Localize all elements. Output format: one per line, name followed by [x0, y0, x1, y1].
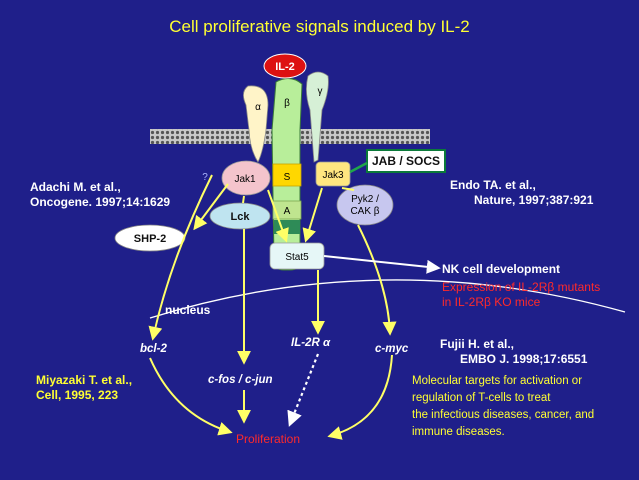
- il2-label: IL-2: [275, 61, 295, 73]
- targets-note-line3: the infectious diseases, cancer, and: [412, 409, 595, 421]
- slide-title: Cell proliferative signals induced by IL…: [169, 17, 470, 36]
- ref-miyazaki-line1: Miyazaki T. et al.,: [36, 373, 133, 387]
- arrow-cmyc-to-proliferation: [327, 354, 393, 440]
- gene-cmyc: c-myc: [375, 343, 409, 355]
- lck-node: [209, 202, 271, 230]
- arrow-jak1-to-question: [193, 183, 229, 231]
- a-label: A: [284, 206, 291, 217]
- shp2-node: [114, 224, 186, 252]
- arrow-bcl2-to-proliferation: [149, 357, 233, 436]
- nucleus-boundary: [149, 279, 626, 319]
- ref-fujii-line2: EMBO J. 1998;17:6551: [460, 352, 588, 366]
- beta-dark-band: [274, 220, 300, 234]
- arrow-jak1-to-lck: [242, 195, 245, 204]
- alpha-label: α: [255, 102, 261, 113]
- s-label: S: [284, 172, 291, 183]
- targets-note-line2: regulation of T-cells to treat: [412, 392, 551, 404]
- ref-adachi-line2: Oncogene. 1997;14:1629: [30, 195, 171, 209]
- gene-il2r-alpha: IL-2R α: [291, 337, 331, 349]
- nucleus-label: nucleus: [165, 303, 211, 317]
- jak3-node: [315, 161, 351, 187]
- gene-fos-jun: c-fos / c-jun: [208, 374, 273, 386]
- arrow-jak3-to-stat5: [302, 187, 323, 243]
- jab-socs-connector: [349, 161, 368, 174]
- ref-adachi-line1: Adachi M. et al.,: [30, 180, 121, 194]
- ref-miyazaki: Miyazaki T. et al., Cell, 1995, 223: [36, 373, 132, 403]
- targets-note: Molecular targets for activation or regu…: [412, 373, 634, 441]
- il2r-alpha-chain: [243, 85, 269, 163]
- question-label: ?: [202, 172, 208, 183]
- il2-ligand: [263, 53, 307, 79]
- nk-cell-development: NK cell development: [442, 262, 561, 276]
- gene-bcl2: bcl-2: [140, 343, 167, 355]
- jab-socs-label: JAB / SOCS: [372, 154, 440, 168]
- beta-label: β: [284, 98, 290, 109]
- gamma-label: γ: [318, 86, 323, 97]
- jak1-node: [221, 160, 271, 196]
- expression-note-line2: in IL-2Rβ KO mice: [442, 295, 541, 309]
- ref-endo-line2: Nature, 1997;387:921: [474, 193, 594, 207]
- proliferation-label: Proliferation: [236, 432, 301, 446]
- ref-miyazaki-line2: Cell, 1995, 223: [36, 388, 119, 402]
- targets-note-line4: immune diseases.: [412, 426, 505, 438]
- arrow-stat5-to-nk: [323, 255, 441, 274]
- ref-adachi: Adachi M. et al., Oncogene. 1997;14:1629: [30, 180, 170, 210]
- targets-note-line1: Molecular targets for activation or: [412, 375, 583, 387]
- jab-socs-box: [366, 149, 446, 173]
- stat5-label: Stat5: [285, 252, 309, 263]
- pyk2-label: Pyk2 /: [351, 194, 379, 205]
- pyk2-cak-node: [336, 184, 394, 226]
- jak3-label: Jak3: [322, 170, 344, 181]
- lck-label: Lck: [231, 211, 251, 223]
- shp2-label: SHP-2: [134, 233, 166, 245]
- ref-fujii-line1: Fujii H. et al.,: [440, 337, 515, 351]
- jak1-label: Jak1: [234, 174, 256, 185]
- arrow-il2r-to-proliferation: [287, 353, 320, 427]
- a-region: [272, 200, 302, 220]
- cak-label: CAK β: [350, 206, 379, 217]
- arrow-to-bcl2: [148, 174, 213, 341]
- arrow-pyk2-to-cmyc: [357, 224, 397, 336]
- arrow-jak3-to-pyk2: [341, 187, 355, 191]
- expression-note-line1: Expression of IL-2Rβ mutants: [442, 280, 601, 294]
- s-region: [272, 163, 302, 187]
- il2r-gamma-chain: [306, 71, 329, 163]
- arrow-jak1-to-stat5: [267, 189, 289, 243]
- ref-endo-line1: Endo TA. et al.,: [450, 178, 536, 192]
- expression-note: Expression of IL-2Rβ mutants in IL-2Rβ K…: [442, 280, 600, 310]
- ref-endo: Endo TA. et al., Nature, 1997;387:921: [450, 178, 593, 208]
- ref-fujii: Fujii H. et al., EMBO J. 1998;17:6551: [440, 337, 587, 367]
